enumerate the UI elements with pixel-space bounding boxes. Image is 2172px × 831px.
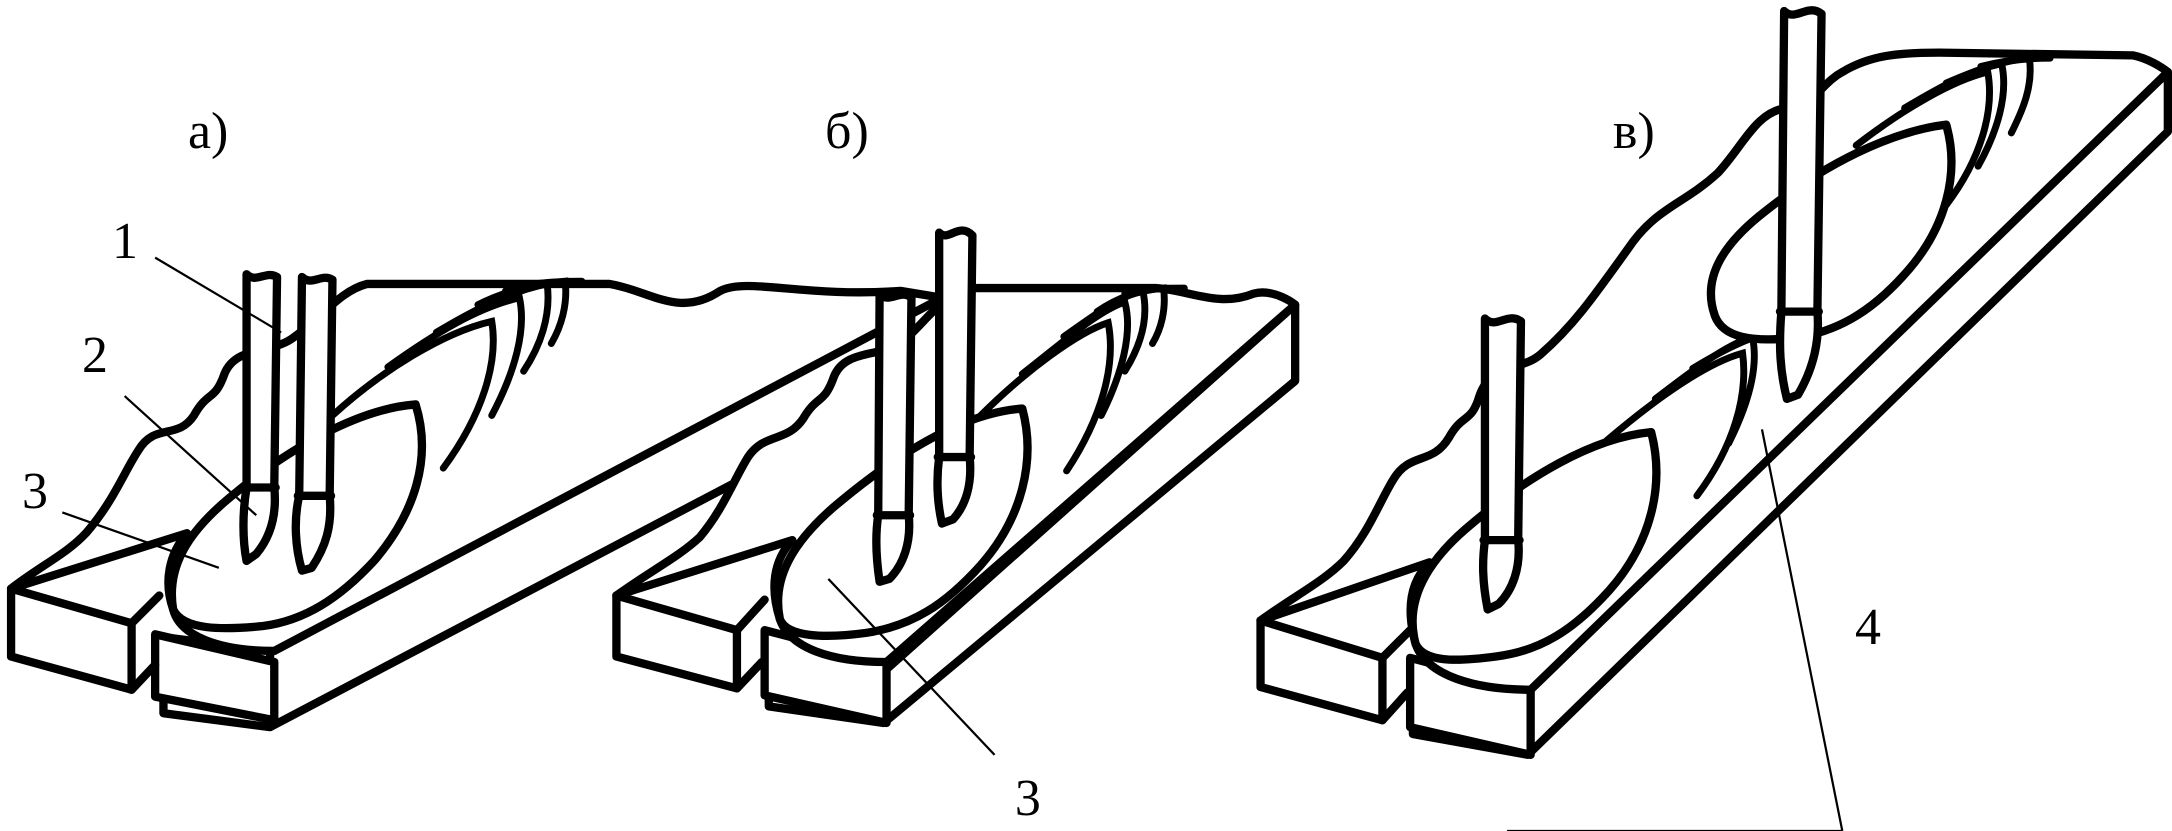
callout-3-b: 3	[1015, 770, 1041, 827]
callout-1: 1	[112, 213, 138, 270]
weld-pool-front	[1408, 427, 1661, 664]
panel-b	[612, 226, 1300, 756]
electrode-1	[1478, 314, 1526, 614]
plate-left	[612, 591, 742, 693]
panel-label-a: а)	[188, 103, 228, 160]
electrode-1	[239, 270, 282, 566]
weld-ripples	[328, 277, 586, 472]
panel-c	[1256, 6, 2172, 831]
weld-bead	[1256, 48, 2172, 694]
electrode-1	[872, 289, 916, 586]
weld-ripples-rear	[1852, 54, 2054, 209]
panel-label-c: в)	[1613, 103, 1655, 160]
callout-2: 2	[82, 327, 108, 384]
plate-left	[1256, 616, 1387, 725]
callout-4: 4	[1855, 599, 1881, 656]
panel-a	[6, 256, 947, 732]
plate-right-end	[150, 630, 279, 725]
electrode-2	[933, 226, 977, 528]
electrode-2	[1775, 6, 1826, 404]
labels: а) б) в) 1 2 3 3 4	[22, 103, 1881, 827]
plate-left	[6, 584, 136, 694]
weld-ripples	[977, 284, 1188, 475]
callout-3-a: 3	[22, 463, 48, 520]
panel-label-b: б)	[825, 103, 869, 160]
electrode-2	[291, 272, 337, 575]
